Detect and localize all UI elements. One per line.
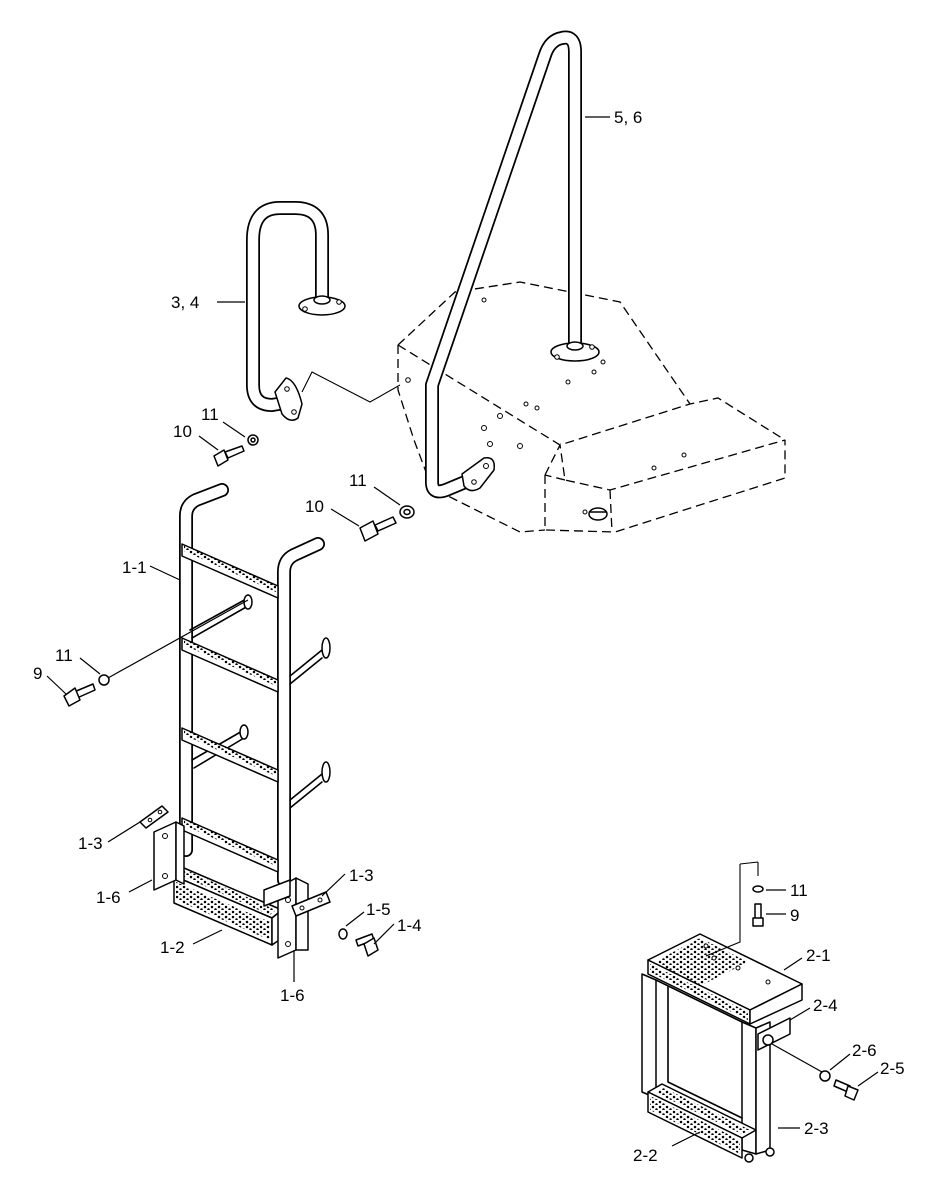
- callout-11-step: 11: [790, 881, 808, 900]
- callout-2-3: 2-3: [804, 1119, 829, 1138]
- plate-1-3-left: [139, 805, 169, 829]
- ladder-step-1: [181, 543, 279, 599]
- callout-2-5: 2-5: [880, 1059, 905, 1078]
- bolt-washer-handrail: [359, 505, 415, 542]
- grab-handle-3-4: [246, 201, 401, 421]
- ladder-step-2: [181, 637, 279, 693]
- callout-11-handle: 11: [201, 405, 219, 424]
- ladder-step-4: [181, 817, 279, 873]
- callout-labels: 5, 6 3, 4 11 10 11 10 1-1 11 9 1-3 1-6 1…: [33, 108, 905, 1165]
- callout-1-3-left: 1-3: [78, 834, 103, 853]
- callout-2-4: 2-4: [813, 996, 838, 1015]
- plate-1-3-right: [291, 891, 331, 917]
- platform-deck-phantom: [397, 281, 786, 533]
- callout-11-handrail: 11: [349, 471, 367, 490]
- callout-10-handle: 10: [173, 422, 192, 441]
- callout-9-step: 9: [790, 906, 799, 925]
- handrail-5-6: [425, 30, 600, 499]
- bracket-1-6-left: [153, 821, 185, 891]
- ladder-assembly-1-1: [63, 483, 379, 959]
- bottom-step-1-2: [173, 867, 283, 946]
- callout-10-handrail: 10: [305, 497, 324, 516]
- bolt-washer-handle: [213, 434, 259, 467]
- callout-5-6: 5, 6: [614, 108, 642, 127]
- bolt-washer-ladder: [63, 674, 110, 707]
- bolt-washer-1-4-1-5: [338, 928, 379, 957]
- callout-9-ladder: 9: [33, 664, 42, 683]
- callout-1-1: 1-1: [122, 558, 147, 577]
- callout-1-6-left: 1-6: [96, 888, 121, 907]
- callout-2-1: 2-1: [806, 946, 831, 965]
- callout-11-ladder: 11: [55, 646, 73, 665]
- callout-1-2: 1-2: [160, 938, 185, 957]
- callout-3-4: 3, 4: [171, 293, 199, 312]
- callout-2-6: 2-6: [852, 1041, 877, 1060]
- step-assembly-2: [641, 861, 859, 1163]
- callout-1-3-right: 1-3: [349, 866, 374, 885]
- callout-2-2: 2-2: [633, 1146, 658, 1165]
- ladder-step-3: [181, 727, 279, 783]
- callout-1-6-right: 1-6: [280, 986, 305, 1005]
- callout-1-4: 1-4: [397, 916, 422, 935]
- callout-1-5: 1-5: [366, 900, 391, 919]
- leader-lines: [46, 116, 879, 1147]
